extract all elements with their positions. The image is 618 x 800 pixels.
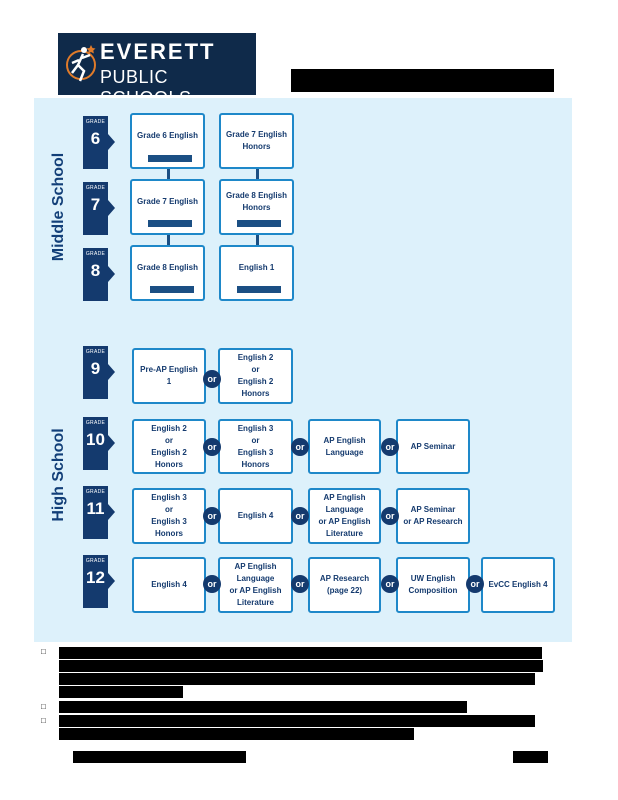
redacted-bar: [148, 155, 192, 162]
or-connector: or: [291, 575, 309, 593]
high-school-label: High School: [50, 428, 67, 522]
course-box: AP Seminar: [396, 419, 470, 474]
connector-line: [167, 234, 170, 246]
course-box: English 3 or English 3 Honors: [132, 488, 206, 544]
district-logo: EVERETT PUBLIC SCHOOLS: [58, 33, 256, 108]
grade-number: 9: [90, 359, 101, 378]
course-box: Grade 8 English Honors: [219, 179, 294, 235]
course-label: AP English Language: [323, 435, 366, 457]
course-box: Grade 7 English Honors: [219, 113, 294, 169]
connector-line: [256, 168, 259, 180]
course-box: AP English Language: [308, 419, 381, 474]
or-connector: or: [466, 575, 484, 593]
course-box: English 3 or English 3 Honors: [218, 419, 293, 474]
course-box: UW English Composition: [396, 557, 470, 613]
square-bullet-icon: □: [41, 716, 46, 725]
course-box: English 2 or English 2 Honors: [132, 419, 206, 474]
redacted-text-line: [59, 673, 535, 685]
grade-tab-9: GRADE 9: [83, 346, 115, 399]
square-bullet-icon: □: [41, 702, 46, 711]
redacted-bar: [237, 286, 281, 293]
course-label: Grade 8 English: [137, 263, 198, 272]
course-box: AP English Language or AP English Litera…: [218, 557, 293, 613]
grade-tab-8: GRADE 8: [83, 248, 115, 301]
redacted-bar: [237, 220, 281, 227]
redacted-text-line: [59, 647, 542, 659]
redacted-text-line: [59, 715, 535, 727]
grade-label: GRADE: [85, 349, 106, 355]
course-pathway-panel: [34, 98, 572, 642]
or-connector: or: [203, 370, 221, 388]
or-connector: or: [291, 438, 309, 456]
redacted-text-line: [59, 660, 543, 672]
course-box: English 4: [218, 488, 293, 544]
course-box: EvCC English 4: [481, 557, 555, 613]
grade-number: 8: [90, 261, 101, 280]
course-box: AP Seminar or AP Research: [396, 488, 470, 544]
or-connector: or: [203, 507, 221, 525]
course-label: AP Seminar or AP Research: [403, 505, 463, 526]
or-connector: or: [381, 575, 399, 593]
course-label: Grade 6 English: [137, 131, 198, 140]
grade-number: 10: [86, 430, 105, 449]
course-box: Pre-AP English 1: [132, 348, 206, 404]
course-label: UW English Composition: [408, 574, 458, 595]
redacted-footer-left: [73, 751, 246, 763]
grade-tab-10: GRADE 10: [83, 417, 115, 470]
course-label: English 2 or English 2 Honors: [151, 423, 187, 469]
course-label: English 3 or English 3 Honors: [237, 423, 274, 469]
course-label: EvCC English 4: [488, 580, 548, 589]
connector-line: [167, 168, 170, 180]
course-label: AP Seminar: [410, 441, 456, 451]
redacted-text-line: [59, 701, 467, 713]
redacted-bar: [148, 220, 192, 227]
grade-label: GRADE: [85, 119, 106, 125]
or-connector: or: [203, 438, 221, 456]
course-label: Pre-AP English 1: [140, 365, 198, 386]
course-label: English 4: [151, 580, 187, 589]
grade-label: GRADE: [85, 251, 106, 257]
grade-label: GRADE: [85, 489, 106, 495]
grade-tab-6: GRADE 6: [83, 116, 115, 169]
grade-label: GRADE: [85, 185, 106, 191]
connector-line: [256, 234, 259, 246]
middle-school-label: Middle School: [50, 152, 67, 262]
grade-tab-7: GRADE 7: [83, 182, 115, 235]
course-label: Grade 8 English Honors: [226, 191, 287, 212]
grade-tab-11: GRADE 11: [83, 486, 115, 539]
redacted-title: [291, 69, 554, 92]
redacted-text-line: [59, 728, 414, 740]
grade-tab-12: GRADE 12: [83, 555, 115, 608]
or-connector: or: [203, 575, 221, 593]
course-box: English 4: [132, 557, 206, 613]
course-label: AP English Language or AP English Litera…: [229, 562, 282, 607]
course-label: English 1: [238, 263, 275, 272]
course-label: English 4: [237, 511, 274, 520]
square-bullet-icon: □: [41, 647, 46, 656]
redacted-text-line: [59, 686, 183, 698]
or-connector: or: [381, 507, 399, 525]
course-box: AP English Language or AP English Litera…: [308, 488, 381, 544]
grade-number: 11: [86, 499, 105, 518]
course-label: Grade 7 English Honors: [226, 130, 287, 151]
course-label: English 3 or English 3 Honors: [151, 493, 187, 538]
grade-label: GRADE: [85, 558, 106, 564]
grade-number: 7: [90, 195, 101, 214]
redacted-footer-right: [513, 751, 548, 763]
course-label: AP English Language or AP English Litera…: [318, 493, 371, 538]
grade-number: 6: [90, 129, 101, 148]
grade-number: 12: [86, 568, 105, 587]
or-connector: or: [291, 507, 309, 525]
course-label: English 2 or English 2 Honors: [237, 353, 274, 398]
course-label: Grade 7 English: [137, 197, 198, 206]
course-box: AP Research (page 22): [308, 557, 381, 613]
course-box: English 2 or English 2 Honors: [218, 348, 293, 404]
redacted-bar: [150, 286, 194, 293]
logo-line1: EVERETT: [100, 39, 216, 64]
or-connector: or: [381, 438, 399, 456]
grade-label: GRADE: [85, 420, 106, 426]
course-label: AP Research (page 22): [319, 574, 370, 595]
runner-icon: [66, 45, 96, 82]
